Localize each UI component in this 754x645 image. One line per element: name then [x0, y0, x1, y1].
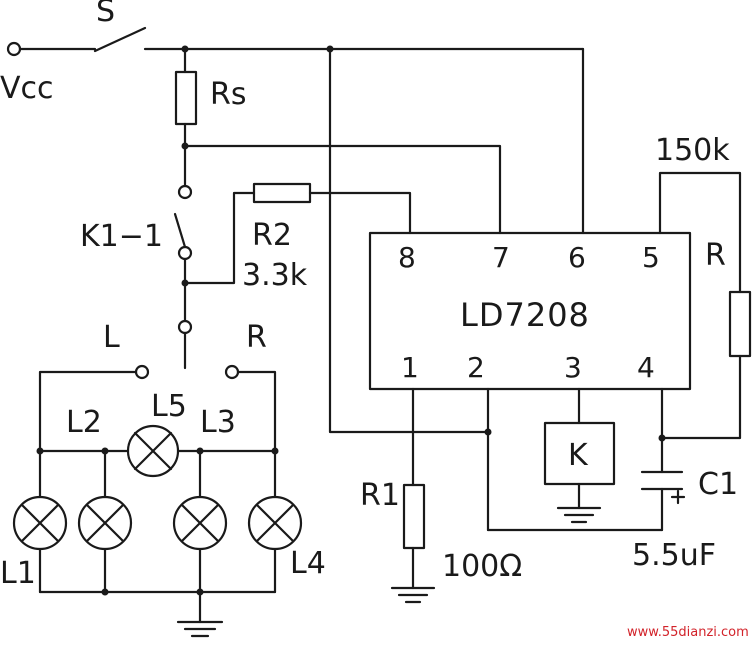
- label-rs: Rs: [210, 77, 246, 112]
- ic-pin-5: 5: [642, 241, 660, 274]
- ic-pin-8: 8: [398, 241, 416, 274]
- wire-l: [38, 370, 138, 499]
- watermark: www.55dianzi.com: [627, 625, 749, 640]
- lamp-l2-cross: [85, 503, 125, 543]
- resistor-r2: [252, 182, 312, 204]
- ic-pin-6: 6: [568, 241, 586, 274]
- ic-pin-7: 7: [492, 241, 510, 274]
- label-r-switch: R: [246, 320, 267, 355]
- vcc-terminal: [6, 41, 22, 57]
- resistor-r1: [402, 483, 426, 550]
- ic-pin-1: 1: [401, 351, 419, 384]
- ic-pin-3: 3: [564, 351, 582, 384]
- wire-rail-pin2: [328, 47, 490, 434]
- lamp-l1-cross: [20, 503, 60, 543]
- contact-l: [134, 364, 150, 380]
- label-l4: L4: [290, 546, 326, 581]
- lamp-l5-cross: [133, 431, 173, 471]
- junction: [101, 588, 109, 596]
- label-l5: L5: [151, 389, 187, 424]
- junction: [36, 447, 44, 455]
- lamp-l3-cross: [180, 503, 220, 543]
- contact-r: [224, 364, 240, 380]
- label-relay-k: K: [568, 438, 589, 473]
- label-switch-s: S: [96, 0, 115, 29]
- resistor-rs: [174, 70, 198, 126]
- wire-r: [236, 370, 277, 499]
- wire-r-bottom: [660, 354, 742, 440]
- label-r2-value: 3.3k: [242, 258, 308, 293]
- label-vcc: Vcc: [0, 71, 54, 106]
- lamp-l4-cross: [255, 503, 295, 543]
- k11-blade: [173, 212, 187, 249]
- label-r-value: 150k: [655, 133, 730, 168]
- label-r2: R2: [252, 218, 292, 253]
- ic-pin-2: 2: [467, 351, 485, 384]
- label-l2: L2: [66, 405, 102, 440]
- label-r1: R1: [360, 478, 400, 513]
- label-r: R: [705, 238, 726, 273]
- label-c1: C1: [698, 467, 738, 502]
- selector-pivot: [177, 319, 193, 335]
- ic-name: LD7208: [460, 296, 590, 334]
- label-l: L: [103, 320, 120, 355]
- label-l3: L3: [200, 405, 236, 440]
- switch-s: [93, 26, 147, 53]
- k11-contact: [177, 184, 193, 200]
- wire-pin8: [308, 191, 412, 235]
- ic-pin-4: 4: [637, 351, 655, 384]
- k11-contact: [177, 245, 193, 261]
- wire-r-pin5: [658, 171, 742, 294]
- lamp-l5: [126, 424, 180, 478]
- label-k11: K1−1: [80, 219, 163, 254]
- junction: [271, 447, 279, 455]
- label-l1: L1: [0, 556, 36, 591]
- wire-r2: [183, 191, 256, 285]
- junction: [196, 588, 204, 596]
- ic-ld7208: [368, 231, 692, 391]
- wire-pin7: [183, 144, 502, 235]
- resistor-r: [728, 290, 752, 358]
- label-c1-value: 5.5uF: [632, 538, 716, 573]
- label-r1-value: 100Ω: [442, 549, 522, 584]
